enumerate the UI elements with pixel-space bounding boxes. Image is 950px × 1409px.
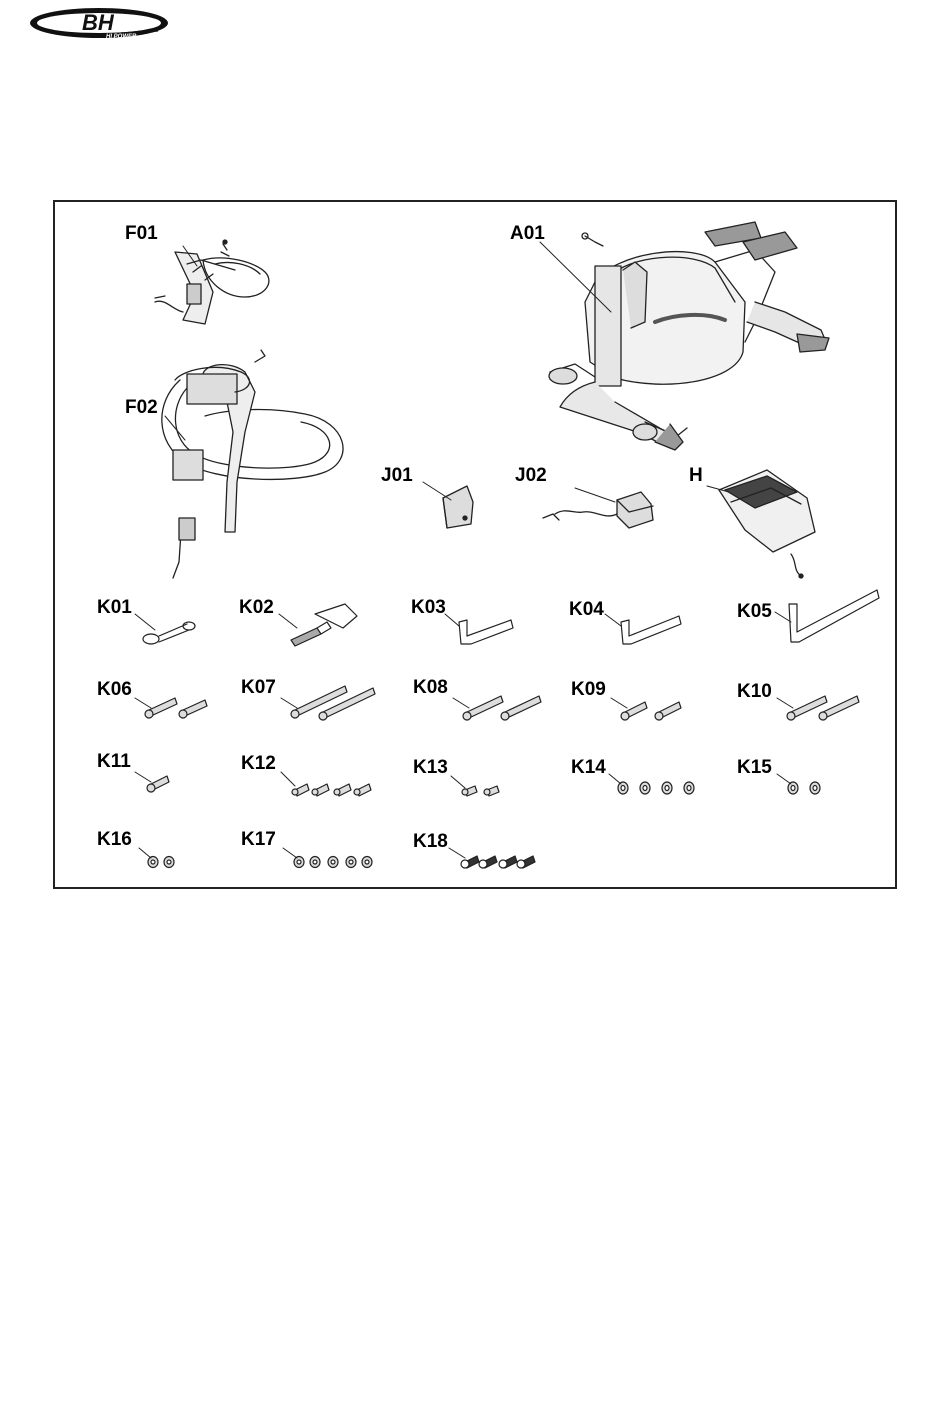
label-k08: K08 bbox=[413, 678, 448, 697]
label-k15: K15 bbox=[737, 758, 772, 777]
part-k12-drawing bbox=[292, 784, 371, 796]
part-f01-drawing bbox=[155, 240, 269, 324]
part-k06-drawing bbox=[145, 698, 207, 718]
label-j01: J01 bbox=[381, 466, 413, 485]
label-k01: K01 bbox=[97, 598, 132, 617]
label-k02: K02 bbox=[239, 598, 274, 617]
part-k15-drawing bbox=[788, 782, 820, 794]
part-j02-drawing bbox=[543, 492, 653, 528]
label-k17: K17 bbox=[241, 830, 276, 849]
part-k05-drawing bbox=[789, 590, 879, 642]
label-f02: F02 bbox=[125, 398, 158, 417]
part-k18-drawing bbox=[461, 856, 535, 868]
part-k01-drawing bbox=[143, 622, 195, 644]
label-k05: K05 bbox=[737, 602, 772, 621]
part-k16-drawing bbox=[148, 857, 174, 868]
part-k02-drawing bbox=[291, 604, 357, 646]
part-a01-drawing bbox=[549, 222, 829, 450]
label-k10: K10 bbox=[737, 682, 772, 701]
part-j01-drawing bbox=[443, 486, 473, 528]
label-j02: J02 bbox=[515, 466, 547, 485]
part-k11-drawing bbox=[147, 776, 169, 792]
part-k07-drawing bbox=[291, 686, 375, 720]
label-k04: K04 bbox=[569, 600, 604, 619]
part-h-drawing bbox=[719, 470, 815, 578]
label-k14: K14 bbox=[571, 758, 606, 777]
part-k04-drawing bbox=[621, 616, 681, 644]
label-k13: K13 bbox=[413, 758, 448, 777]
label-k07: K07 bbox=[241, 678, 276, 697]
label-a01: A01 bbox=[510, 224, 545, 243]
logo-subtext: HI POWER bbox=[106, 34, 137, 40]
label-k16: K16 bbox=[97, 830, 132, 849]
part-k14-drawing bbox=[618, 782, 694, 794]
part-k09-drawing bbox=[621, 702, 681, 720]
label-k11: K11 bbox=[97, 752, 131, 771]
bh-logo: BH HI POWER bbox=[28, 4, 170, 42]
logo-text: BH bbox=[82, 10, 115, 35]
label-k12: K12 bbox=[241, 754, 276, 773]
part-f02-drawing bbox=[162, 350, 343, 578]
label-k06: K06 bbox=[97, 680, 132, 699]
part-k08-drawing bbox=[463, 696, 541, 720]
part-k17-drawing bbox=[294, 857, 372, 868]
label-k18: K18 bbox=[413, 832, 448, 851]
label-f01: F01 bbox=[125, 224, 158, 243]
label-k09: K09 bbox=[571, 680, 606, 699]
part-k10-drawing bbox=[787, 696, 859, 720]
label-h: H bbox=[689, 466, 703, 485]
part-k03-drawing bbox=[459, 620, 513, 644]
parts-illustration bbox=[55, 202, 895, 887]
parts-diagram: F01 A01 F02 J01 J02 H K01 K02 K03 K04 K0… bbox=[53, 200, 897, 889]
part-k13-drawing bbox=[462, 786, 499, 796]
label-k03: K03 bbox=[411, 598, 446, 617]
